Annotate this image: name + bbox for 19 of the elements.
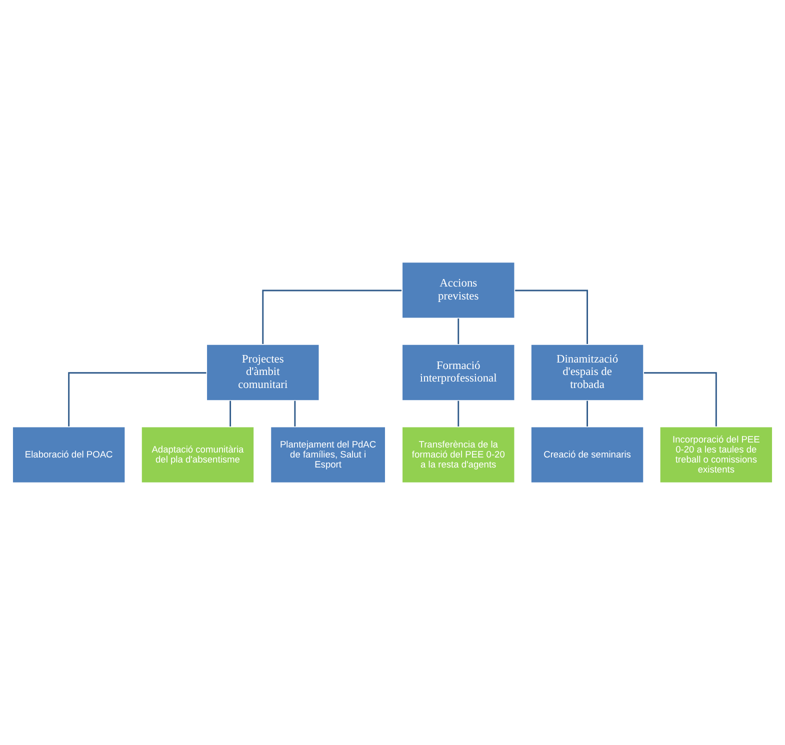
node-box: Plantejament del PdAC de famílies, Salut i Esport: [270, 426, 386, 484]
connector: [458, 318, 460, 344]
node-box: Creació de seminaris: [530, 426, 645, 484]
node-box: Dinamització d'espais de trobada: [530, 344, 645, 402]
connector: [294, 400, 296, 426]
connector: [515, 290, 588, 344]
node-box: Formació interprofessional: [401, 344, 516, 402]
connector: [230, 400, 232, 426]
connector: [644, 372, 717, 426]
node-box: Incorporació del PEE 0-20 a les taules de treball o comissions existents: [658, 426, 774, 484]
connector: [68, 372, 206, 426]
node-box: Elaboració del POAC: [12, 426, 126, 484]
connector: [586, 400, 588, 426]
connector: [262, 290, 402, 344]
connector: [458, 400, 460, 426]
node-box: Transferència de la formació del PEE 0-20 a la resta d'agents: [401, 426, 516, 484]
node-box: Projectes d'àmbit comunitari: [206, 344, 320, 402]
node-box: Adaptació comunitària del pla d'absentisme: [140, 426, 255, 484]
node-box: Accions previstes: [401, 261, 516, 320]
